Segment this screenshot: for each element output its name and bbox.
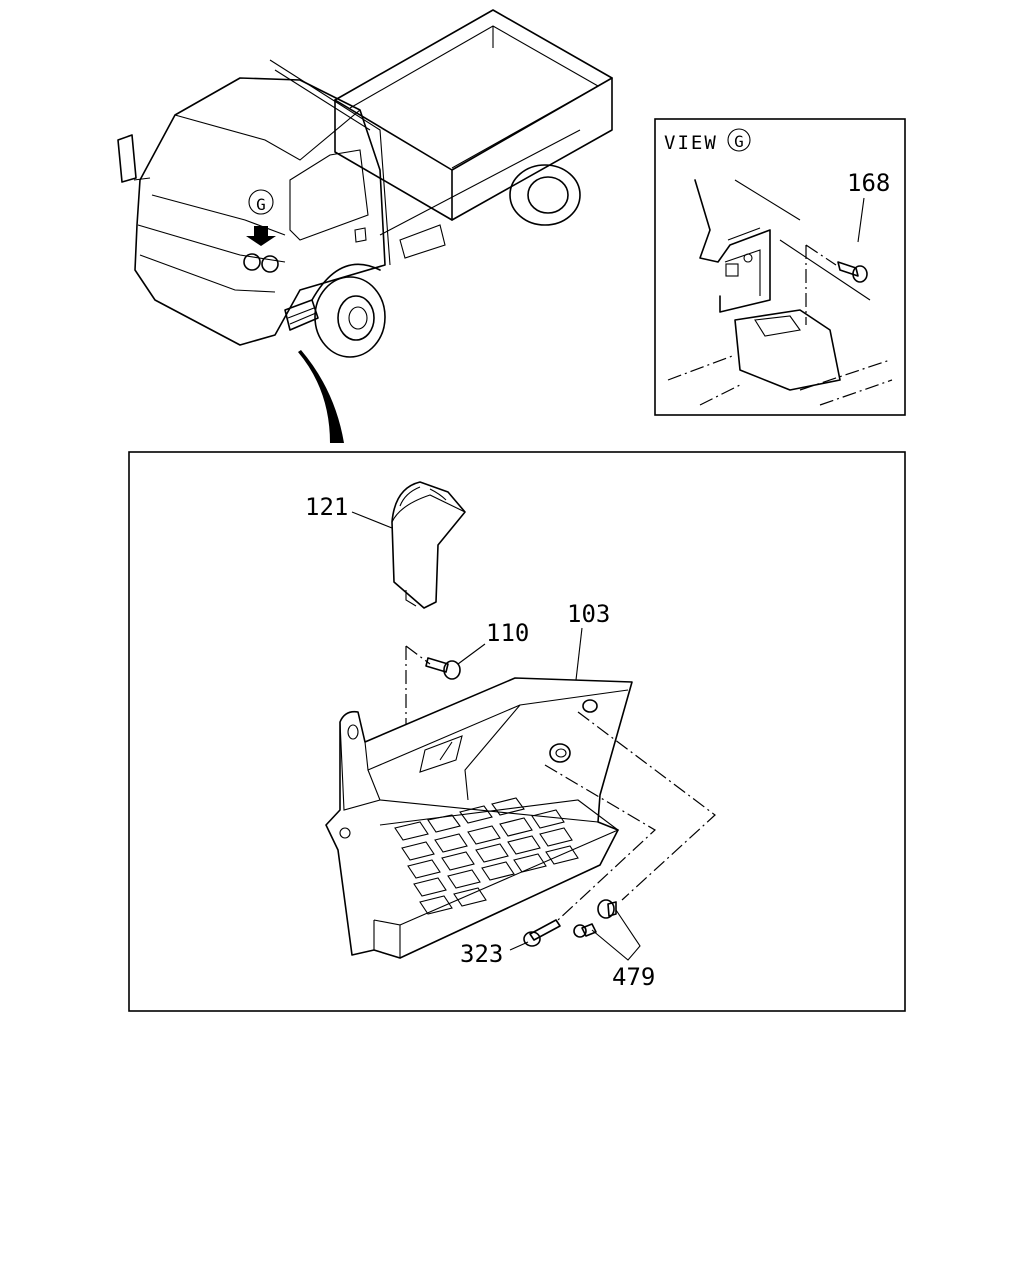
truck-view-marker: G xyxy=(256,195,266,214)
part-110-label: 110 xyxy=(486,619,529,647)
step-103 xyxy=(325,677,633,959)
bolt-110 xyxy=(425,657,461,680)
screw-479a xyxy=(597,899,617,919)
view-g-inset: VIEW G 168 xyxy=(654,118,906,416)
part-103-label: 103 xyxy=(567,600,610,628)
step-detail: 121 110 xyxy=(128,451,906,1012)
truck-illustration: G xyxy=(117,9,613,443)
screw-479b xyxy=(573,923,597,938)
screw-323 xyxy=(523,919,561,947)
part-479-label: 479 xyxy=(612,963,655,991)
part-121-label: 121 xyxy=(305,493,348,521)
part-168-label: 168 xyxy=(847,169,890,197)
view-marker: G xyxy=(734,132,744,151)
part-323-label: 323 xyxy=(460,940,503,968)
cover-121 xyxy=(391,481,466,609)
view-label: VIEW xyxy=(664,132,718,154)
